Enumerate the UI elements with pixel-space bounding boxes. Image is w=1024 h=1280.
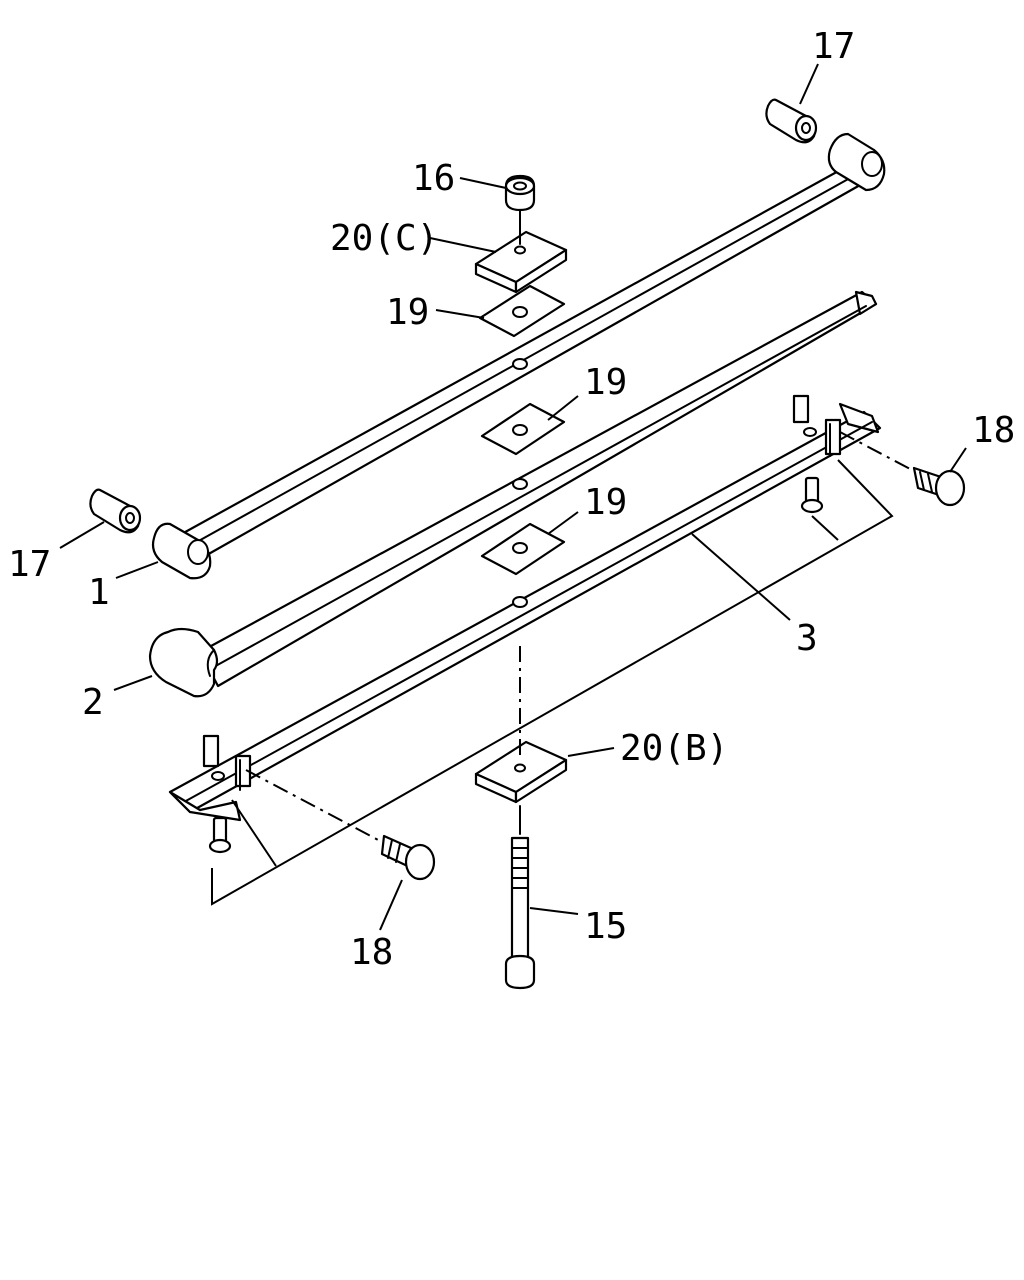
plate-20b [474,740,568,804]
bolt-18-bottom [245,769,436,881]
callout-1: 1 [88,572,110,613]
liner-plate-19-top [478,284,566,338]
clip-rivet-right [800,476,824,514]
bolt-18-right [839,431,966,507]
callout-16: 16 [412,158,455,199]
callout-17-top: 17 [812,26,855,67]
callout-17-left: 17 [8,544,51,585]
callout-19-middle: 19 [584,362,627,403]
bushing-17-top [765,98,818,144]
callout-18-right: 18 [972,410,1015,451]
bushing-17-left [89,488,142,534]
leaf-2 [148,290,878,698]
liner-plate-19-lower [480,522,566,576]
callout-20b: 20(B) [620,728,728,769]
callout-15: 15 [584,906,627,947]
nut-16 [504,174,536,245]
plate-20c [474,230,568,294]
center-bolt-15 [504,646,536,990]
callout-18-bottom: 18 [350,932,393,973]
main-leaf-1 [151,132,886,580]
callout-2: 2 [82,682,104,723]
callout-19-lower: 19 [584,482,627,523]
liner-plate-19-middle [480,402,566,456]
leaf-3 [168,394,882,822]
callout-20c: 20(C) [330,218,438,259]
leader-lines [59,63,967,931]
callout-19-top: 19 [386,292,429,333]
clip-rivet-left [208,816,232,854]
callout-3: 3 [796,618,818,659]
